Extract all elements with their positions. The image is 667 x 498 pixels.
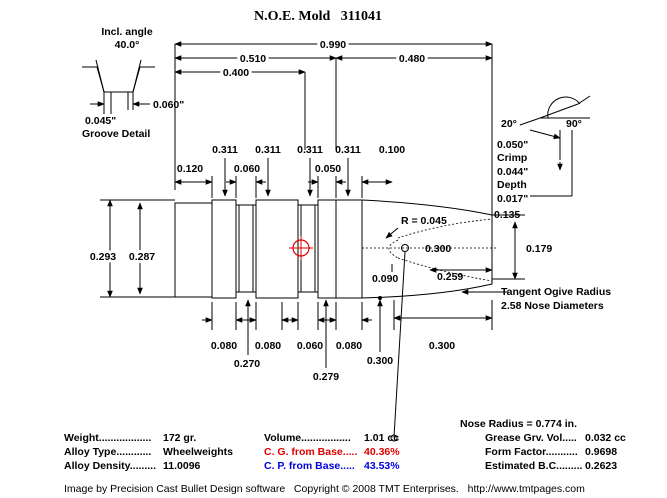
groove-width-value: 0.045": [85, 115, 116, 127]
incl-angle-value: 40.0°: [115, 39, 140, 51]
band-labels-bottom: 0.080 0.080 0.060 0.080 0.270 0.279 0.30…: [202, 299, 493, 383]
bottom-080-c: 0.080: [336, 340, 362, 352]
length-510-label: 0.510: [240, 53, 266, 65]
bottom-080-a: 0.080: [211, 340, 237, 352]
bullet-profile: [174, 199, 498, 300]
ogive-300-label: 0.300: [425, 243, 451, 255]
cg-label: C. G. from Base.....: [264, 446, 357, 458]
ogive-259-label: 0.259: [437, 271, 463, 283]
alloy-density-value: 11.0096: [163, 460, 201, 472]
bc-value: 0.2623: [585, 460, 617, 472]
bottom-270: 0.270: [234, 358, 260, 370]
length-400-label: 0.400: [223, 67, 249, 79]
dim-311-a: 0.311: [212, 144, 238, 156]
groove-detail-label: Groove Detail: [82, 128, 150, 140]
offset-090-label: 0.090: [372, 273, 398, 285]
bc-label: Estimated B.C.........: [485, 460, 583, 472]
ogive-note-line2: 2.58 Nose Diameters: [501, 300, 604, 312]
incl-angle-label: Incl. angle: [101, 26, 153, 38]
overall-length-label: 0.990: [320, 39, 346, 51]
length-480-label: 0.480: [399, 53, 425, 65]
depth-value: 0.044": [497, 166, 528, 178]
diameter-dimensions: 0.293 0.287: [87, 199, 175, 298]
crimp-angle-90: 90°: [566, 118, 582, 130]
dim-311-b: 0.311: [255, 144, 281, 156]
heel-diameter-label: 0.287: [129, 251, 155, 263]
dim-311-c: 0.311: [297, 144, 323, 156]
volume-value: 1.01 cc: [364, 432, 399, 444]
crimp-value: 0.050": [497, 139, 528, 151]
bottom-300-b: 0.300: [429, 340, 455, 352]
footer-credit: Image by Precision Cast Bullet Design so…: [64, 483, 585, 495]
form-factor-label: Form Factor...........: [485, 446, 578, 458]
base-diameter-label: 0.293: [90, 251, 116, 263]
grease-value: 0.032 cc: [585, 432, 626, 444]
bottom-060: 0.060: [297, 340, 323, 352]
crimp-angle-20: 20°: [501, 118, 517, 130]
length-dimensions: 0.990 0.510 0.480 0.400: [174, 36, 493, 215]
alloy-type-value: Wheelweights: [163, 446, 233, 458]
crimp-detail: 20° 90° 0.050" Crimp 0.044" Depth 0.017": [497, 95, 591, 205]
volume-label: Volume.................: [264, 432, 351, 444]
bottom-080-b: 0.080: [255, 340, 281, 352]
weight-label: Weight..................: [64, 432, 151, 444]
form-factor-value: 0.9698: [585, 446, 617, 458]
dim-311-d: 0.311: [335, 144, 361, 156]
dim-050: 0.050: [315, 163, 341, 175]
nose-radius: Nose Radius = 0.774 in.: [460, 418, 577, 430]
cp-label: C. P. from Base.....: [264, 460, 355, 472]
bottom-279: 0.279: [313, 371, 339, 383]
alloy-density-label: Alloy Density.........: [64, 460, 156, 472]
cg-value: 40.36%: [364, 446, 400, 458]
dim-120: 0.120: [177, 163, 203, 175]
dim-100: 0.100: [379, 144, 405, 156]
crimp-extra-value: 0.017": [497, 193, 528, 205]
grease-label: Grease Grv. Vol.....: [485, 432, 577, 444]
depth-label: Depth: [497, 179, 527, 191]
drawing-title: N.O.E. Mold 311041: [254, 9, 382, 24]
cp-value: 43.53%: [364, 460, 400, 472]
groove-detail: Incl. angle 40.0° 0.060" 0.045" Groove D…: [82, 26, 184, 140]
crimp-label: Crimp: [497, 152, 527, 164]
radius-label: R = 0.045: [401, 215, 447, 227]
nose-dimensions: 0.135 0.179 R = 0.045 0.300 0.090 0.259 …: [372, 209, 611, 312]
alloy-type-label: Alloy Type............: [64, 446, 151, 458]
dim-060: 0.060: [234, 163, 260, 175]
bottom-300-a: 0.300: [367, 355, 393, 367]
nose-179-label: 0.179: [526, 243, 552, 255]
weight-value: 172 gr.: [163, 432, 196, 444]
band-labels-top: 0.311 0.311 0.311 0.311 0.100 0.120 0.06…: [174, 144, 405, 198]
groove-depth-value: 0.060": [153, 99, 184, 111]
stats-block: Nose Radius = 0.774 in. Weight..........…: [64, 418, 626, 472]
ogive-note-line1: Tangent Ogive Radius: [501, 286, 611, 298]
